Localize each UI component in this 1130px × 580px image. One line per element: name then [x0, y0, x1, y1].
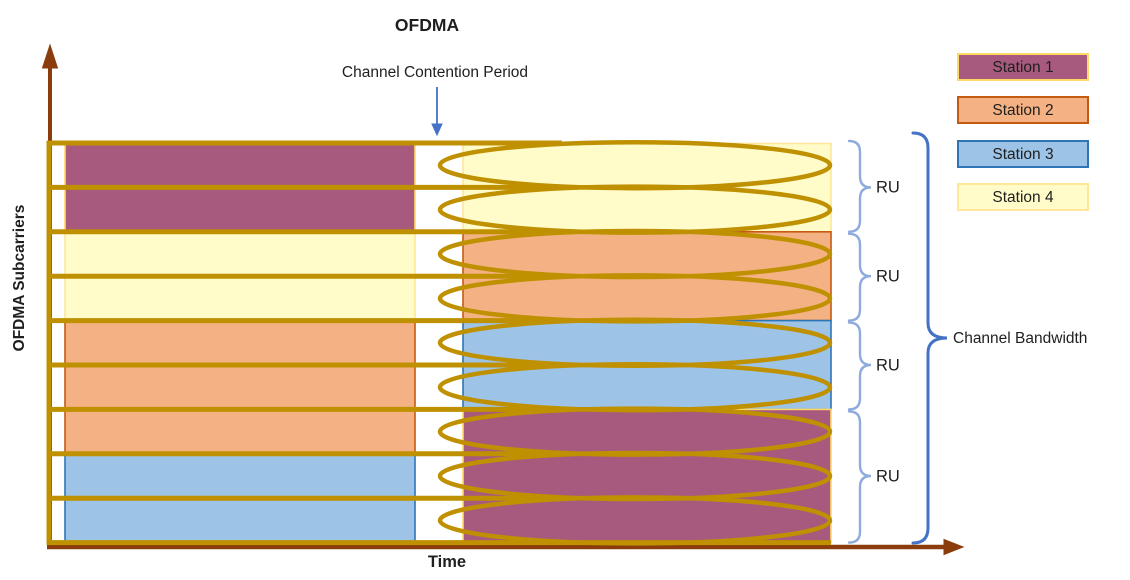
legend-swatch-station1: [957, 53, 1089, 81]
ru-label: RU: [876, 468, 900, 486]
legend-label-station4: Station 4: [992, 189, 1054, 206]
labels-layer: OFDMA Channel Contention Period OFDMA Su…: [11, 15, 1087, 571]
ru-brace: [847, 232, 872, 322]
channel-bandwidth-brace: [911, 131, 948, 545]
ru-label: RU: [876, 268, 900, 286]
y-axis-label: OFDMA Subcarriers: [11, 205, 28, 352]
legend-swatch-station3: [957, 140, 1089, 168]
block-period2-station1: [462, 408, 832, 544]
diagram-title: OFDMA: [395, 15, 460, 35]
contention-period-label: Channel Contention Period: [342, 64, 528, 81]
legend-swatch-station2: [957, 96, 1089, 124]
subcarrier-lobe: [437, 495, 833, 546]
x-axis-arrow-icon: [943, 538, 965, 556]
channel-bandwidth-label: Channel Bandwidth: [953, 330, 1087, 347]
subcarrier-grid: [46, 140, 831, 546]
ru-label: RU: [876, 357, 900, 375]
ru-braces: [847, 139, 872, 544]
y-axis-arrow-icon: [41, 43, 59, 69]
x-axis-label: Time: [428, 553, 466, 571]
legend-label-station2: Station 2: [992, 102, 1053, 119]
ru-brace: [847, 321, 872, 411]
block-period1-station2: [64, 319, 416, 455]
legend-label-station1: Station 1: [992, 59, 1053, 76]
ru-brace: [847, 139, 872, 233]
legend-label-station3: Station 3: [992, 146, 1053, 163]
subcarrier-lobes: [437, 139, 833, 546]
contention-arrow: [431, 87, 443, 137]
legend-swatch-station4: [957, 183, 1089, 211]
ru-brace: [847, 410, 872, 544]
contention-arrow-head-icon: [431, 123, 443, 137]
ru-label: RU: [876, 179, 900, 197]
legend: [957, 53, 1089, 211]
